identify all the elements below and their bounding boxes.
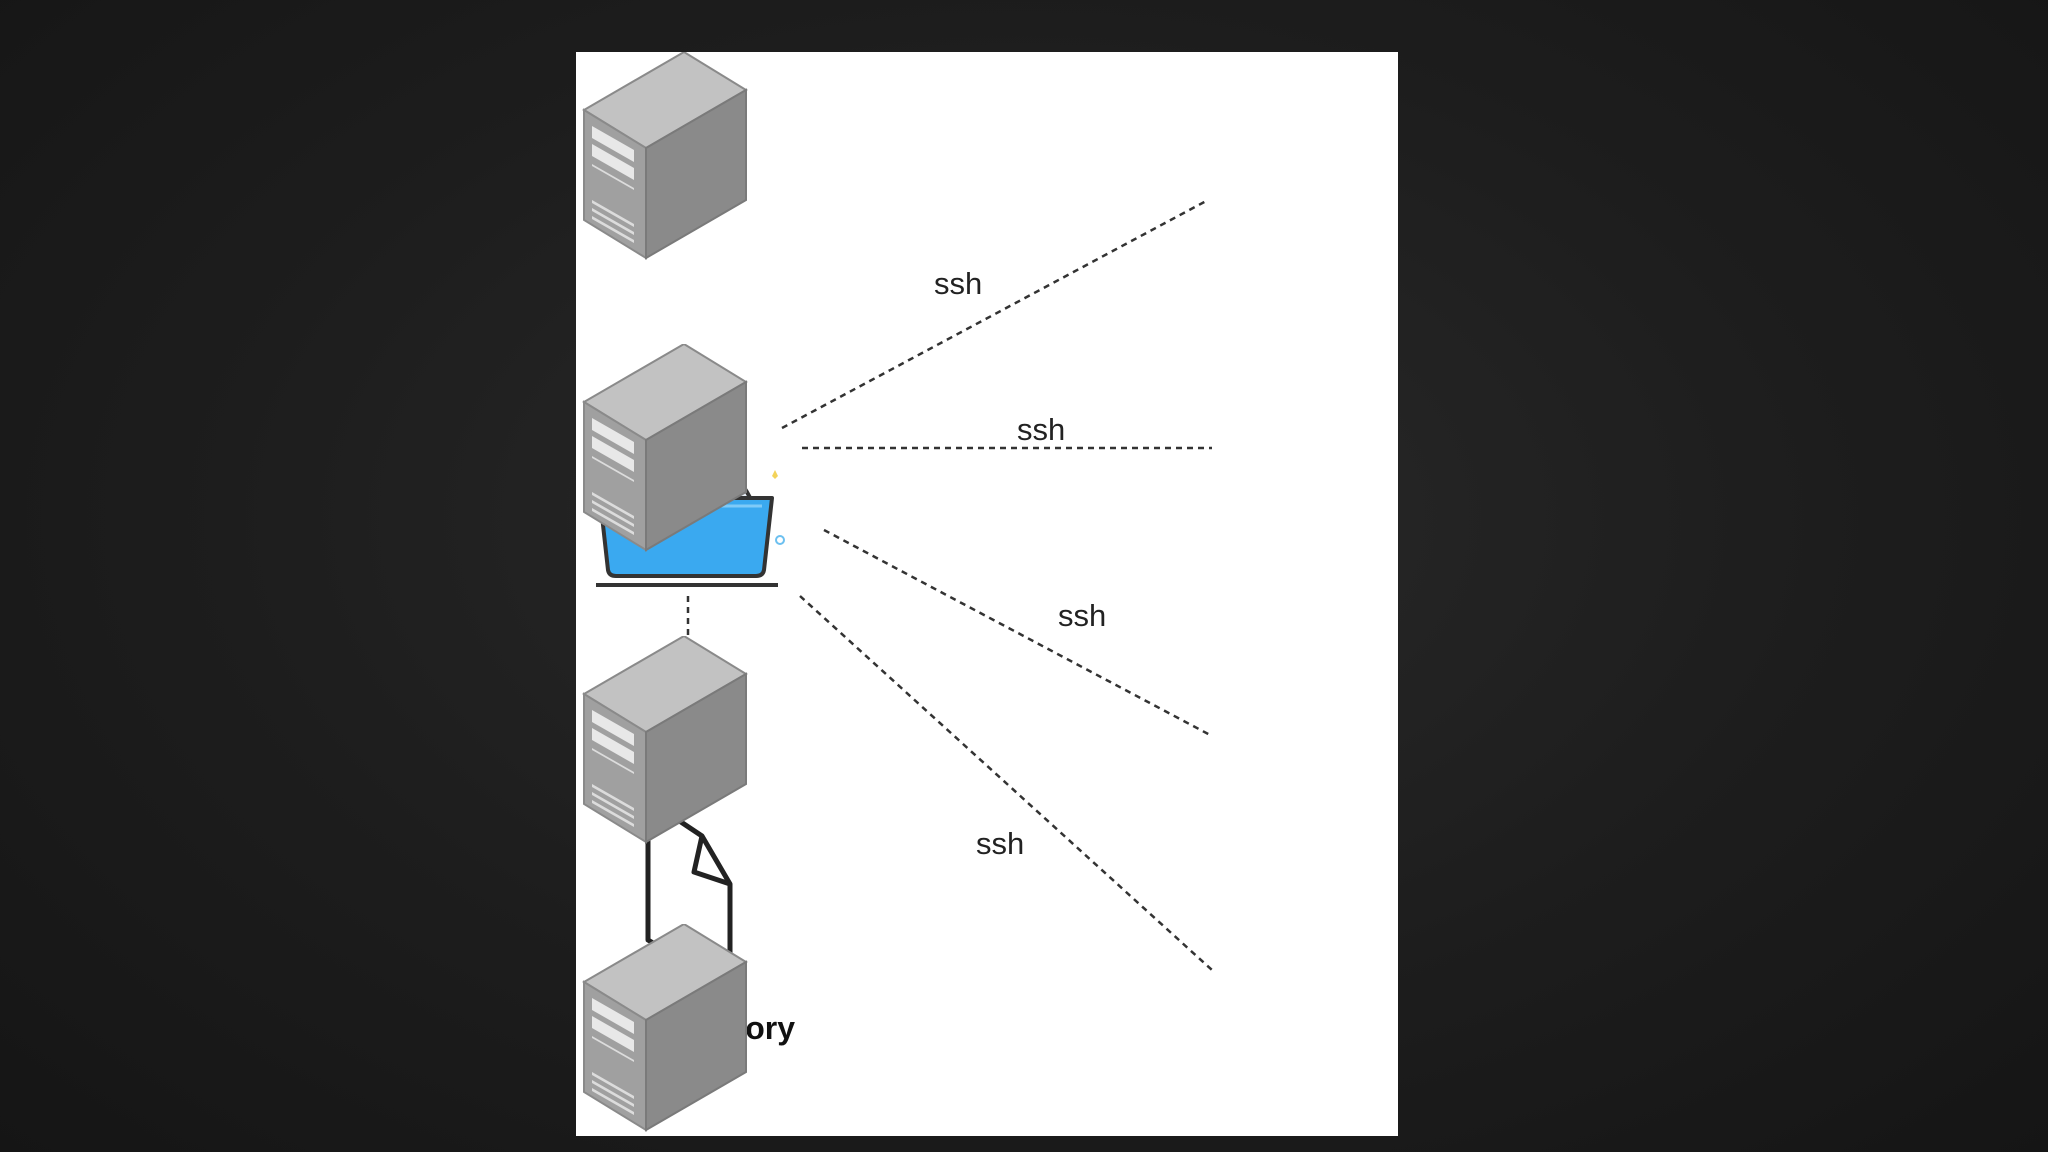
ssh-label-4: ssh [976,826,1025,861]
ssh-label-1: ssh [934,266,983,301]
server-tower-icon [582,52,748,260]
ssh-connection-line-1 [781,198,1209,430]
server-tower-icon [582,924,748,1132]
diagram-canvas: ssh ssh ssh ssh Inventory [576,52,1398,1136]
ssh-connection-line-4 [799,595,1213,971]
ssh-label-3: ssh [1058,598,1107,633]
ssh-label-2: ssh [1017,412,1066,447]
server-tower-icon [582,344,748,552]
server-tower-icon [582,636,748,844]
ssh-connection-line-3 [823,528,1213,738]
